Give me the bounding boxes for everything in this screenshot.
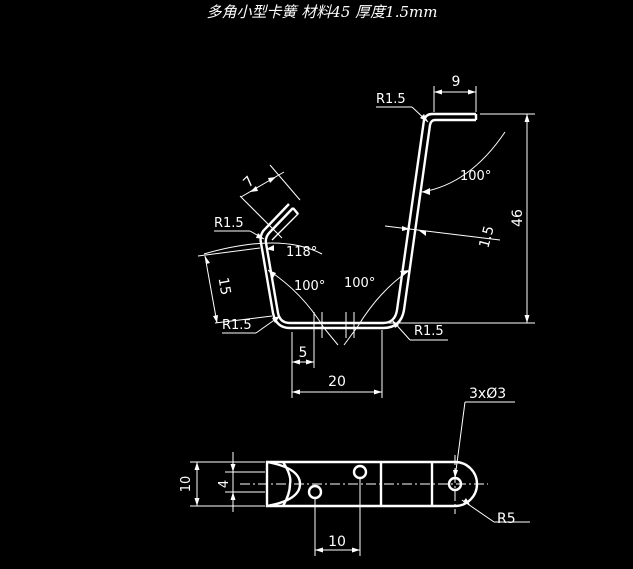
top-view: 10 4 10 3xØ3: [179, 386, 530, 556]
svg-text:100°: 100°: [294, 279, 325, 294]
label-radius: R5: [461, 498, 530, 527]
dim-upper-tab: 7: [239, 164, 301, 239]
svg-text:R1.5: R1.5: [214, 216, 244, 231]
angle-bottom-left: 100°: [267, 269, 339, 346]
dim-bottom-20: 20: [291, 330, 383, 398]
svg-text:46: 46: [510, 209, 526, 227]
clip-profile-outer: [264, 112, 476, 325]
svg-text:R1.5: R1.5: [414, 324, 444, 339]
angle-bottom-right: 100°: [343, 269, 411, 346]
svg-text:1.5: 1.5: [477, 224, 498, 250]
svg-text:5: 5: [299, 345, 308, 361]
svg-text:10: 10: [328, 534, 346, 550]
dim-height: 46: [388, 113, 535, 324]
angle-upper-left: 118°: [203, 242, 323, 260]
svg-text:9: 9: [452, 74, 461, 90]
clip-profile-inner: [259, 118, 476, 330]
flat-outline: [265, 460, 479, 508]
hole-1: [307, 484, 323, 500]
svg-text:100°: 100°: [460, 169, 491, 184]
dim-top-tab: 9: [433, 74, 477, 112]
svg-text:20: 20: [328, 374, 346, 390]
svg-text:3xØ3: 3xØ3: [469, 386, 506, 402]
radius-bottom-left: R1.5: [222, 315, 281, 334]
left-tab-thickness: [271, 207, 299, 241]
radius-top-right: R1.5: [376, 92, 429, 123]
label-holes: 3xØ3: [453, 386, 515, 479]
dim-width-inner: 4: [217, 452, 265, 512]
svg-text:100°: 100°: [344, 276, 375, 291]
dim-left-leg: 15: [197, 247, 273, 324]
svg-text:R1.5: R1.5: [222, 318, 252, 333]
svg-text:R5: R5: [497, 511, 516, 527]
hole-2: [352, 464, 368, 480]
dim-thickness: 1.5: [384, 224, 501, 250]
drawing-title: 多角小型卡簧 材料45 厚度1.5mm: [207, 3, 438, 21]
svg-text:15: 15: [215, 276, 234, 296]
side-view: 9 R1.5 46 100° 1.5: [197, 74, 535, 398]
dim-bottom-5: 5: [291, 332, 315, 368]
radius-upper-left: R1.5: [214, 216, 265, 240]
angle-right: 100°: [421, 131, 506, 195]
svg-text:118°: 118°: [286, 245, 317, 260]
radius-bottom-right: R1.5: [391, 319, 448, 341]
svg-text:4: 4: [217, 480, 232, 488]
svg-text:R1.5: R1.5: [376, 92, 406, 107]
dim-spacing: 10: [314, 478, 361, 556]
dim-width-outer: 10: [179, 461, 265, 507]
bottom-ticks: [313, 312, 355, 338]
svg-text:10: 10: [179, 476, 194, 493]
